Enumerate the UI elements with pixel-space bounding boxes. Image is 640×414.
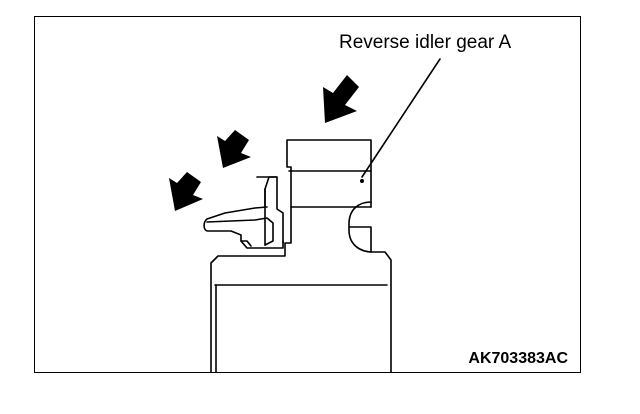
flange-inner (206, 217, 274, 246)
gear-diagram (169, 58, 441, 372)
arrow-icon (323, 75, 359, 123)
callout-dot (360, 179, 364, 183)
arrow-icon (217, 130, 251, 168)
figure-code: AK703383AC (468, 350, 568, 367)
diagram-frame: Reverse idler gear A AK703383AC (34, 16, 581, 373)
callout-leader-line (361, 58, 441, 178)
callout-label: Reverse idler gear A (339, 32, 512, 53)
standing-tab (264, 176, 284, 246)
recess-detail (348, 201, 372, 253)
arrow-icon (169, 172, 203, 211)
flange-step (240, 240, 252, 247)
shaft-body (210, 139, 392, 372)
side-flange (203, 206, 284, 249)
